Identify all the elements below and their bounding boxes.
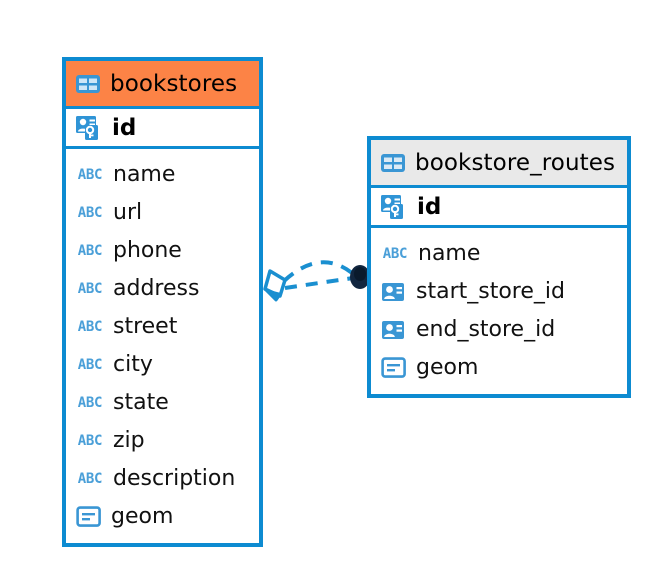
abc-text-icon: ABC <box>77 243 103 259</box>
relationship-line-straight <box>284 276 354 290</box>
primary-key-row-bookstores[interactable]: id <box>66 106 259 149</box>
geometry-icon <box>381 357 407 379</box>
table-icon <box>380 153 406 173</box>
field-row-address[interactable]: ABC address <box>66 270 259 308</box>
abc-text-icon: ABC <box>382 246 408 262</box>
field-row-description[interactable]: ABC description <box>66 460 259 498</box>
field-label: phone <box>113 238 182 263</box>
field-row-phone[interactable]: ABC phone <box>66 232 259 270</box>
field-row-name[interactable]: ABC name <box>66 156 259 194</box>
table-icon <box>75 74 101 94</box>
field-label: zip <box>113 428 145 453</box>
field-row-zip[interactable]: ABC zip <box>66 422 259 460</box>
field-row-city[interactable]: ABC city <box>66 346 259 384</box>
abc-text-icon: ABC <box>77 281 103 297</box>
diamond-marker <box>263 269 287 302</box>
field-label: description <box>113 466 236 491</box>
field-label: end_store_id <box>416 317 556 342</box>
field-label: geom <box>111 504 174 529</box>
relationship-line-curved <box>282 260 354 283</box>
field-list-bookstores: ABC name ABC url ABC phone ABC address A… <box>66 149 259 542</box>
primary-key-row-bookstore-routes[interactable]: id <box>371 185 627 228</box>
primary-key-icon <box>75 115 103 141</box>
field-label: city <box>113 352 153 377</box>
field-label: street <box>113 314 178 339</box>
geometry-icon <box>76 506 102 528</box>
field-label: geom <box>416 355 479 380</box>
table-bookstore-routes[interactable]: bookstore_routes id ABC <box>367 136 631 398</box>
field-row-street[interactable]: ABC street <box>66 308 259 346</box>
table-bookstores[interactable]: bookstores id ABC <box>62 57 263 547</box>
field-label: name <box>418 241 481 266</box>
abc-text-icon: ABC <box>77 319 103 335</box>
table-title: bookstore_routes <box>415 149 616 176</box>
table-header-bookstores[interactable]: bookstores <box>66 61 259 106</box>
field-row-name[interactable]: ABC name <box>371 235 627 273</box>
field-label: name <box>113 162 176 187</box>
field-list-bookstore-routes: ABC name start_store_id <box>371 228 627 393</box>
table-header-bookstore-routes[interactable]: bookstore_routes <box>371 140 627 185</box>
abc-text-icon: ABC <box>77 167 103 183</box>
field-row-url[interactable]: ABC url <box>66 194 259 232</box>
field-label: start_store_id <box>416 279 565 304</box>
field-row-geom[interactable]: geom <box>66 498 259 536</box>
field-row-start-store-id[interactable]: start_store_id <box>371 273 627 311</box>
foreign-key-icon <box>381 319 407 341</box>
field-label: state <box>113 390 169 415</box>
abc-text-icon: ABC <box>77 433 103 449</box>
primary-key-label: id <box>112 114 137 141</box>
field-label: address <box>113 276 200 301</box>
abc-text-icon: ABC <box>77 395 103 411</box>
foreign-key-icon <box>381 281 407 303</box>
abc-text-icon: ABC <box>77 205 103 221</box>
abc-text-icon: ABC <box>77 357 103 373</box>
primary-key-label: id <box>417 193 442 220</box>
field-row-state[interactable]: ABC state <box>66 384 259 422</box>
abc-text-icon: ABC <box>77 471 103 487</box>
field-row-geom[interactable]: geom <box>371 349 627 387</box>
primary-key-icon <box>380 194 408 220</box>
field-label: url <box>113 200 143 225</box>
field-row-end-store-id[interactable]: end_store_id <box>371 311 627 349</box>
table-title: bookstores <box>110 70 238 97</box>
